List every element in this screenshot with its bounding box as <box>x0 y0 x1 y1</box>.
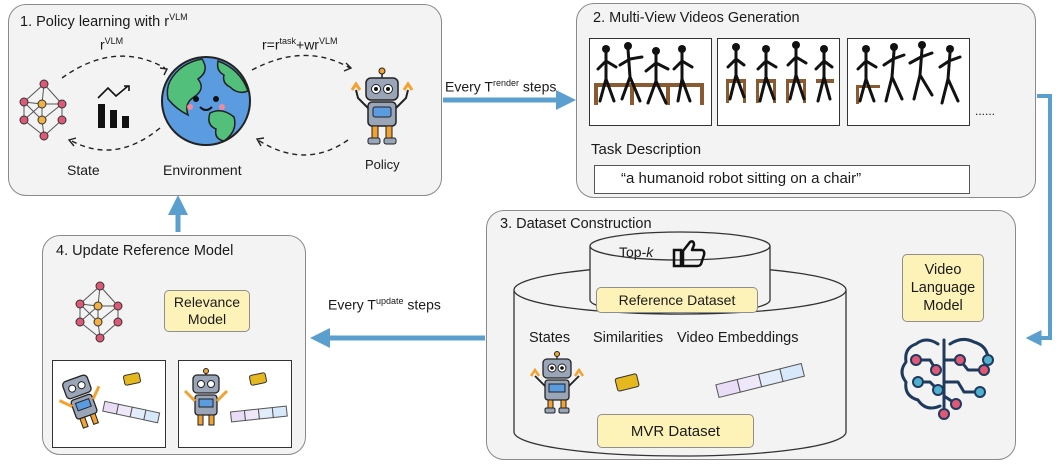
embedding-strip-icon <box>715 362 805 399</box>
mvr-dataset-box: MVR Dataset <box>597 414 754 448</box>
embedding-strip-icon <box>229 405 288 423</box>
similarity-chip-icon <box>123 372 141 386</box>
panel4-title: 4. Update Reference Model <box>56 243 234 259</box>
col-embeddings-label: Video Embeddings <box>677 330 799 346</box>
robot-icon <box>183 368 229 426</box>
task-description-label: Task Description <box>591 141 702 158</box>
earth-icon <box>161 56 251 146</box>
similarity-chip-icon <box>614 373 640 392</box>
video-frame-2 <box>717 38 840 126</box>
state-label: State <box>67 162 100 178</box>
robot-sample-2 <box>178 360 292 448</box>
col-similarities-label: Similarities <box>593 330 664 346</box>
col-states-label: States <box>529 330 571 346</box>
neural-network-icon <box>75 281 123 343</box>
task-description-box: “a humanoid robot sitting on a chair” <box>594 165 970 194</box>
thumbs-up-icon <box>672 240 706 268</box>
robot-sample-1 <box>52 360 166 448</box>
reward-combined-label: r=rtask+wrVLM <box>262 36 338 53</box>
update-steps-label: Every Tupdate steps <box>328 296 441 313</box>
loop-dashes <box>61 54 353 156</box>
reward-vlm-label: rVLM <box>100 36 124 53</box>
humanoid-frames-icon <box>856 41 962 105</box>
task-description-text: “a humanoid robot sitting on a chair” <box>621 170 862 187</box>
video-language-model-box: Video Language Model <box>902 254 984 322</box>
panel3-title: 3. Dataset Construction <box>500 216 652 232</box>
environment-label: Environment <box>163 162 242 178</box>
more-videos-ellipsis: ...... <box>975 104 996 118</box>
arrow-loop <box>1025 94 1052 346</box>
reference-dataset-box: Reference Dataset <box>596 287 758 313</box>
panel1-title: 1. Policy learning with rVLM <box>20 12 188 30</box>
panel2-title: 2. Multi-View Videos Generation <box>593 10 800 26</box>
render-steps-label: Every Trender steps <box>445 78 557 95</box>
robot-icon <box>529 351 585 414</box>
video-frame-1 <box>589 38 712 126</box>
robot-icon <box>350 67 414 145</box>
bar-chart-icon <box>97 85 130 128</box>
humanoid-frames-icon <box>594 42 704 105</box>
topk-label: Top-k <box>619 244 654 260</box>
video-frame-3 <box>847 38 970 126</box>
similarity-chip-icon <box>249 372 267 386</box>
humanoid-frames-icon <box>726 41 834 103</box>
embedding-strip-icon <box>102 400 161 424</box>
neural-network-icon <box>19 79 67 141</box>
robot-icon <box>58 374 101 429</box>
policy-label: Policy <box>365 157 400 172</box>
brain-circuit-icon <box>900 337 994 420</box>
